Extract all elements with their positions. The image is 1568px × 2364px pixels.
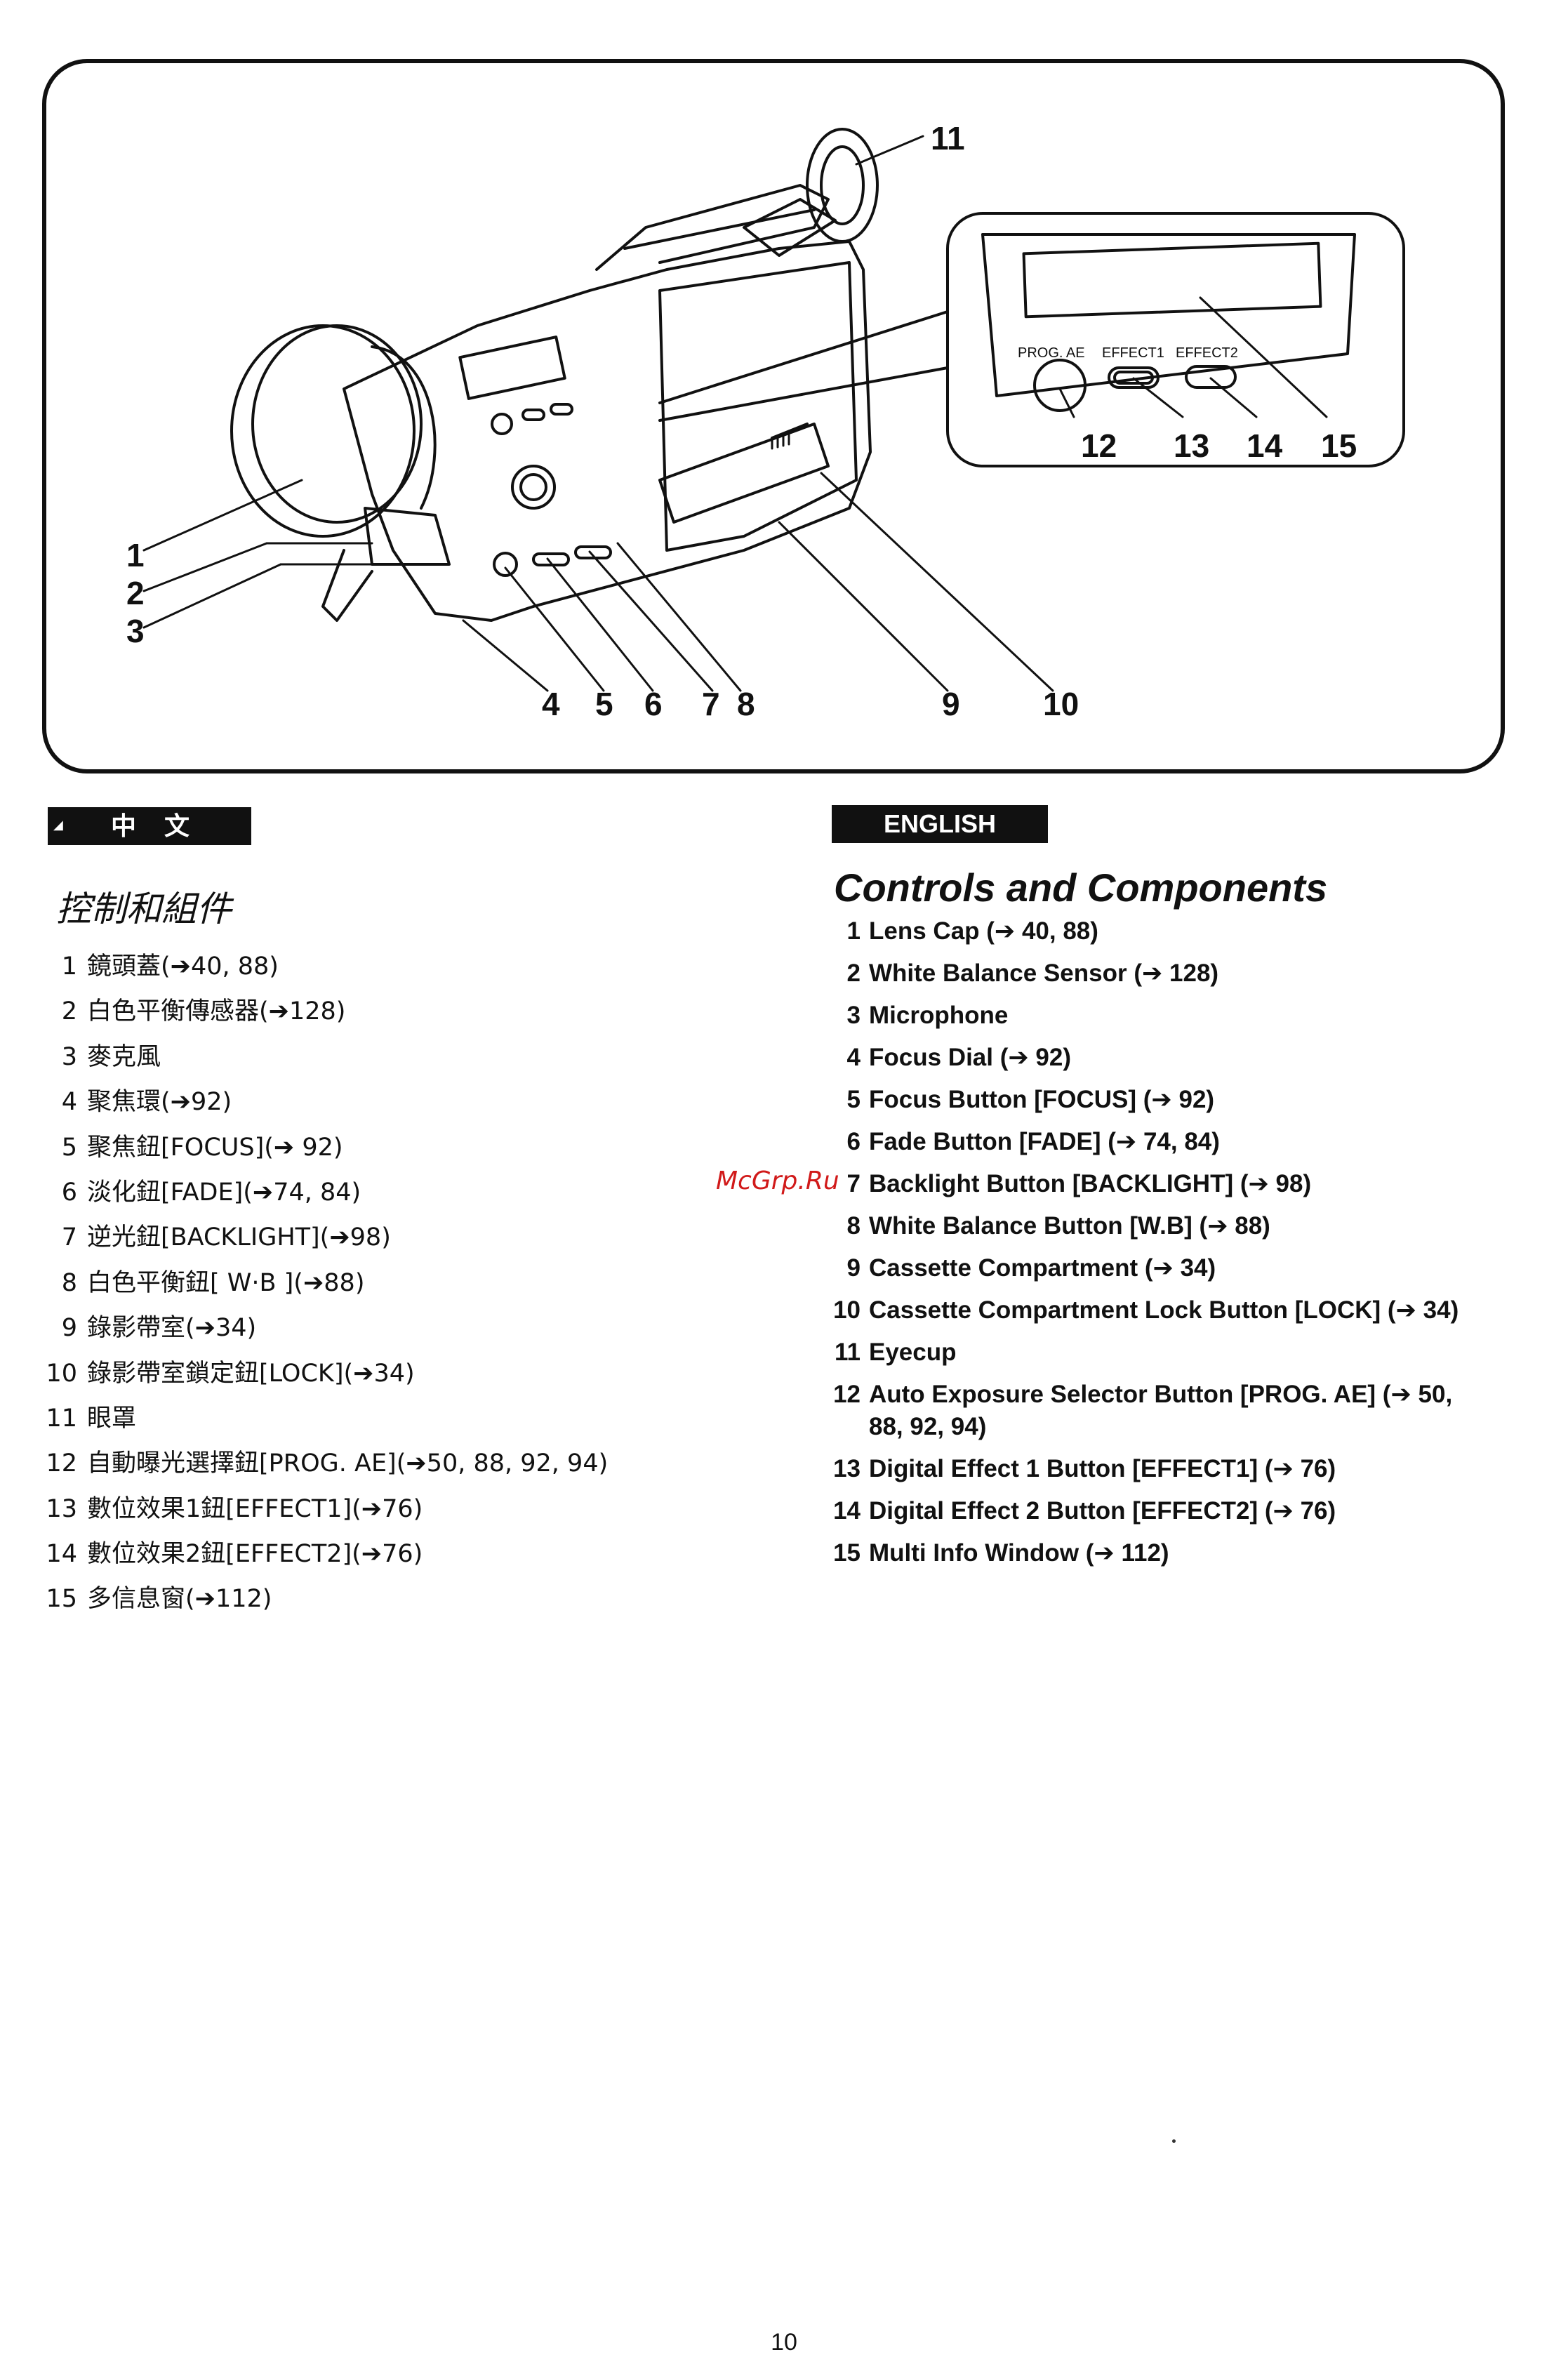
chinese-header-label: 中文 <box>111 811 218 840</box>
callout-15: 15 <box>1321 427 1357 464</box>
callout-12: 12 <box>1081 427 1117 464</box>
panel-label-prog-ae: PROG. AE <box>1018 345 1085 361</box>
callout-3: 3 <box>126 613 145 649</box>
eyecup-shape <box>806 128 879 243</box>
scan-speck <box>1172 2139 1176 2143</box>
callout-5: 5 <box>595 686 613 722</box>
chinese-section-header: ◢ 中文 <box>48 807 251 845</box>
callout-13: 13 <box>1174 427 1210 464</box>
prog-ae-button-shape <box>1033 359 1087 412</box>
callout-10: 10 <box>1043 686 1079 722</box>
camcorder-illustration: PROG. AE EFFECT1 EFFECT2 <box>142 128 1405 692</box>
effect1-button-shape <box>1108 366 1160 389</box>
camcorder-body <box>343 240 872 622</box>
corner-mark-icon: ◢ <box>53 818 63 832</box>
callout-8: 8 <box>737 686 755 722</box>
callout-7: 7 <box>702 686 720 722</box>
panel-label-effect2: EFFECT2 <box>1176 345 1238 361</box>
focus-dial-shape <box>511 465 556 510</box>
callout-9: 9 <box>942 686 960 722</box>
callout-11: 11 <box>931 120 965 157</box>
english-title: Controls and Components <box>834 865 1328 910</box>
carry-handle <box>595 184 830 271</box>
callout-6: 6 <box>644 686 663 722</box>
effect2-button-shape <box>1185 365 1237 389</box>
callout-1: 1 <box>126 537 145 573</box>
callout-2: 2 <box>126 575 145 611</box>
callout-14: 14 <box>1247 427 1283 464</box>
multi-info-window-shape <box>1022 241 1322 319</box>
camcorder-side-panel <box>658 261 858 552</box>
control-panel-inset <box>946 212 1405 467</box>
panel-label-effect1: EFFECT1 <box>1102 345 1164 361</box>
page-number: 10 <box>771 2329 797 2356</box>
figure-frame <box>42 59 1505 773</box>
cassette-compartment-shape <box>658 423 830 524</box>
body-info-window <box>458 336 566 400</box>
english-section-header: ENGLISH <box>832 805 1048 843</box>
callout-4: 4 <box>542 686 560 722</box>
watermark: McGrp.Ru <box>716 1167 839 1195</box>
chinese-title: 控制和組件 <box>56 889 232 929</box>
